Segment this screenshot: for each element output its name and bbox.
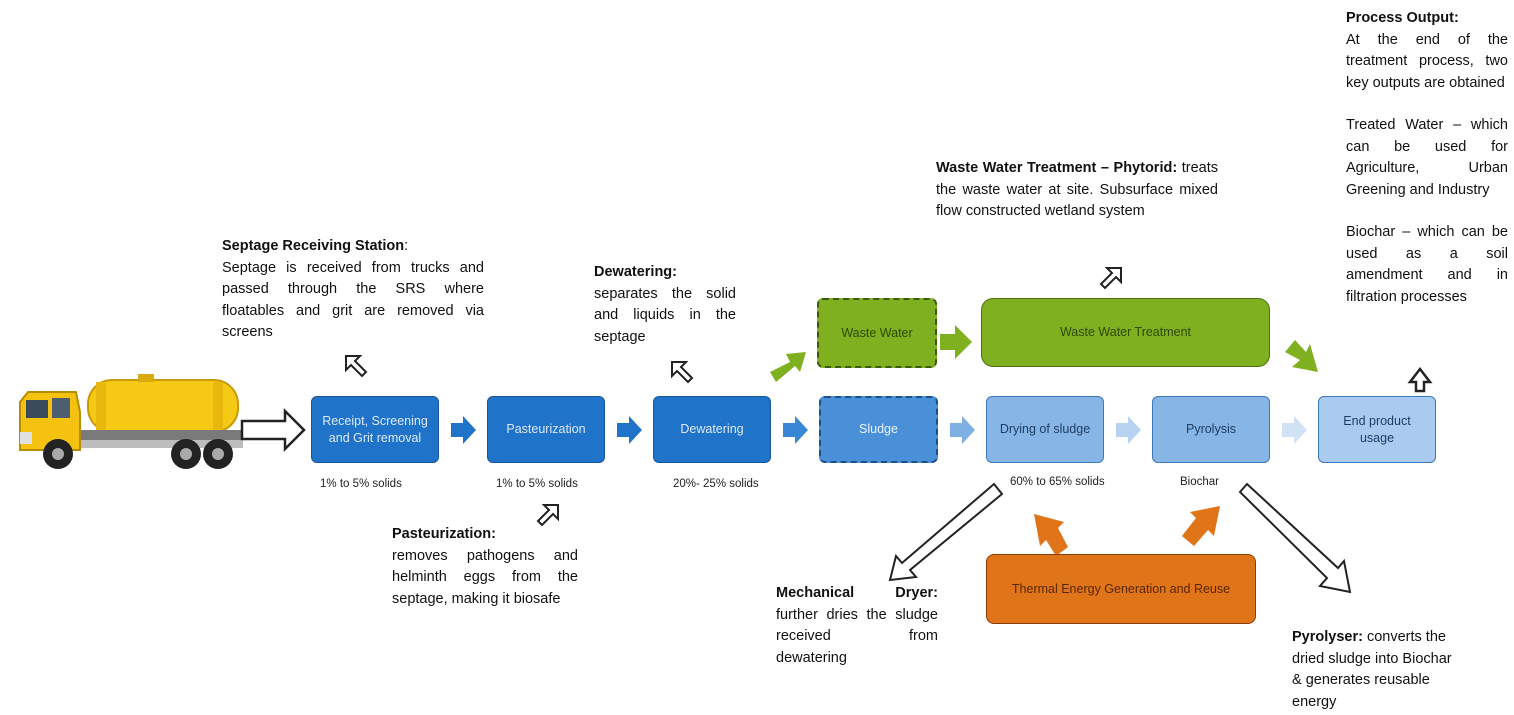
thermal-energy-box: Thermal Energy Generation and Reuse bbox=[986, 554, 1256, 624]
solids-label-drying: 60% to 65% solids bbox=[1010, 476, 1105, 488]
note-srs-body: Septage is received from trucks and pass… bbox=[222, 259, 484, 341]
biochar-label: Biochar bbox=[1180, 476, 1219, 488]
arrow-dewatering-to-wastewater bbox=[770, 352, 806, 382]
note-output-water: Treated Water – which can be used for Ag… bbox=[1346, 117, 1508, 198]
note-srs-colon: : bbox=[404, 238, 409, 254]
note-process-output: Process Output: At the end of the treatm… bbox=[1346, 8, 1508, 308]
septage-truck-image bbox=[19, 374, 243, 469]
note-pyro-body: converts the dried sludge into Biochar &… bbox=[1292, 629, 1452, 710]
pointer-pasteurization bbox=[536, 504, 559, 527]
waste-water-box: Waste Water bbox=[817, 298, 937, 368]
note-dewatering-body: separates the solid and liquids in the s… bbox=[594, 285, 736, 345]
sludge-box: Sludge bbox=[819, 396, 938, 463]
truck-to-receipt-arrow bbox=[240, 407, 306, 453]
end-product-usage-box: End product usage bbox=[1318, 396, 1436, 463]
pointer-dewatering bbox=[671, 361, 694, 384]
note-wwt-body: treats the waste water at site. Subsurfa… bbox=[936, 160, 1219, 219]
note-output-biochar: Biochar – which can be used as a soil am… bbox=[1346, 224, 1508, 305]
note-septage-receiving: Septage Receiving Station: Septage is re… bbox=[222, 236, 484, 344]
arrow-drying-to-dryer bbox=[888, 482, 1004, 582]
arrow-pasteurization-to-dewatering bbox=[617, 416, 642, 444]
note-pasteur-title: Pasteurization: bbox=[392, 526, 496, 542]
arrow-dewatering-to-sludge bbox=[783, 416, 808, 444]
note-srs-title: Septage Receiving Station bbox=[222, 238, 405, 254]
note-pyrolyser: Pyrolyser: converts the dried sludge int… bbox=[1292, 627, 1462, 713]
note-wwt-title: Waste Water Treatment – Phytorid: bbox=[936, 160, 1178, 176]
note-pasteurization: Pasteurization: removes pathogens and he… bbox=[392, 524, 578, 610]
drying-of-sludge-box: Drying of sludge bbox=[986, 396, 1104, 463]
note-waste-water-treatment: Waste Water Treatment – Phytorid: treats… bbox=[936, 158, 1218, 223]
dewatering-box: Dewatering bbox=[653, 396, 771, 463]
pasteurization-box: Pasteurization bbox=[487, 396, 605, 463]
arrow-wwt-to-end bbox=[1285, 340, 1318, 372]
pointer-output bbox=[1407, 366, 1433, 393]
waste-water-treatment-box: Waste Water Treatment bbox=[981, 298, 1270, 367]
arrow-sludge-to-drying bbox=[950, 416, 975, 444]
note-output-title: Process Output: bbox=[1346, 10, 1459, 26]
receipt-screening-box: Receipt, Screening and Grit removal bbox=[311, 396, 439, 463]
arrow-receipt-to-pasteurization bbox=[451, 416, 476, 444]
arrow-pyrolysis-to-end bbox=[1282, 416, 1307, 444]
pointer-srs bbox=[345, 355, 368, 378]
note-dewatering-title: Dewatering: bbox=[594, 264, 677, 280]
arrow-thermal-to-drying bbox=[1034, 514, 1068, 556]
note-mechanical-dryer: Mechanical Dryer: further dries the slud… bbox=[776, 583, 938, 669]
note-dewatering: Dewatering: separates the solid and liqu… bbox=[594, 262, 736, 348]
note-pyro-title: Pyrolyser: bbox=[1292, 629, 1363, 645]
arrow-pyrolysis-to-thermal bbox=[1182, 506, 1220, 546]
pyrolysis-box: Pyrolysis bbox=[1152, 396, 1270, 463]
solids-label-dewatering: 20%- 25% solids bbox=[673, 478, 759, 490]
pointer-wwt bbox=[1099, 267, 1122, 290]
note-pasteur-body: removes pathogens and helminth eggs from… bbox=[392, 547, 578, 607]
arrow-wastewater-to-wwt bbox=[940, 325, 972, 359]
note-dryer-title: Mechanical Dryer: bbox=[776, 585, 938, 601]
solids-label-pasteurization: 1% to 5% solids bbox=[496, 478, 578, 490]
note-dryer-body: further dries the sludge received from d… bbox=[776, 606, 938, 666]
arrow-drying-to-pyrolysis bbox=[1116, 416, 1141, 444]
solids-label-receipt: 1% to 5% solids bbox=[320, 478, 402, 490]
arrow-pyrolysis-to-pyrolyser bbox=[1238, 482, 1352, 594]
note-output-intro: At the end of the treatment process, two… bbox=[1346, 31, 1508, 91]
